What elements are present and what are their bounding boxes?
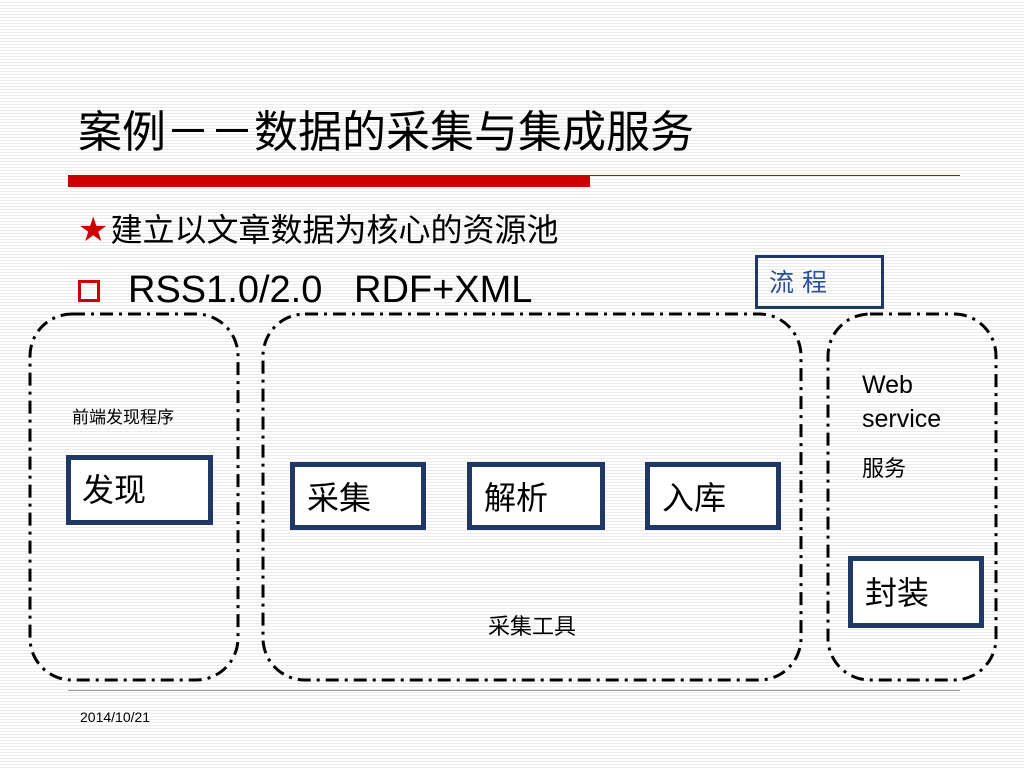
service-group-label: Web service	[862, 371, 942, 433]
store-box-label: 入库	[662, 479, 727, 517]
slide-title: 案例－－数据的采集与集成服务	[78, 107, 694, 158]
bullet-rss-format: RSS1.0/2.0 RDF+XML	[78, 267, 532, 313]
parse-box: 解析	[467, 462, 605, 530]
collect-box-label: 采集	[307, 479, 372, 517]
collector-group-label: 采集工具	[488, 615, 577, 640]
parse-box-label: 解析	[484, 479, 549, 517]
store-box: 入库	[645, 462, 781, 530]
hollow-square-icon	[78, 280, 100, 302]
package-box-label: 封装	[865, 574, 930, 612]
bullet-text: 建立以文章数据为核心的资源池	[110, 211, 559, 249]
service-group-sublabel: 服务	[862, 457, 907, 482]
footer-divider	[68, 690, 960, 691]
title-underline-line	[590, 175, 960, 176]
title-underline-bar	[68, 175, 590, 187]
collect-box: 采集	[290, 462, 426, 530]
frontend-group-label: 前端发现程序	[72, 408, 174, 428]
package-box: 封装	[848, 556, 984, 628]
bullet-text: RSS1.0/2.0 RDF+XML	[128, 269, 533, 311]
flow-label-box: 流 程	[755, 255, 884, 309]
footer-date: 2014/10/21	[80, 709, 151, 725]
bullet-resource-pool: ★ 建立以文章数据为核心的资源池	[78, 208, 559, 252]
flow-label: 流 程	[769, 268, 827, 297]
discover-box-label: 发现	[82, 471, 147, 509]
discover-box: 发现	[66, 455, 213, 525]
star-icon: ★	[78, 210, 109, 250]
